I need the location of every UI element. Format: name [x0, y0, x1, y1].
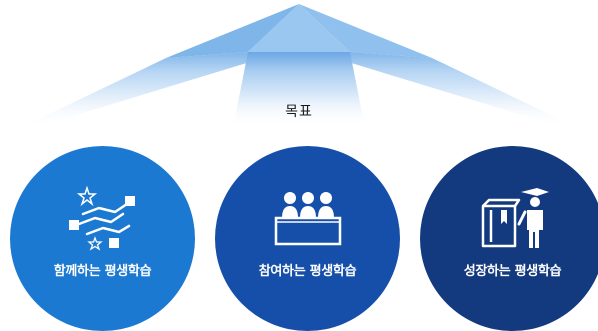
circle-participate: 참여하는 평생학습 [215, 146, 400, 331]
goal-label: 목표 [285, 104, 313, 120]
audience-icon [274, 192, 341, 246]
circle-together-label: 함께하는 평생학습 [53, 264, 152, 279]
hands-together-icon [68, 185, 135, 251]
circle-participate-label: 참여하는 평생학습 [258, 264, 357, 279]
graduate-books-icon [481, 188, 549, 248]
upward-arrow-icon [20, 4, 578, 128]
circle-together: 함께하는 평생학습 [10, 146, 195, 331]
circle-grow: 성장하는 평생학습 [420, 146, 598, 331]
circle-grow-label: 성장하는 평생학습 [463, 264, 562, 279]
